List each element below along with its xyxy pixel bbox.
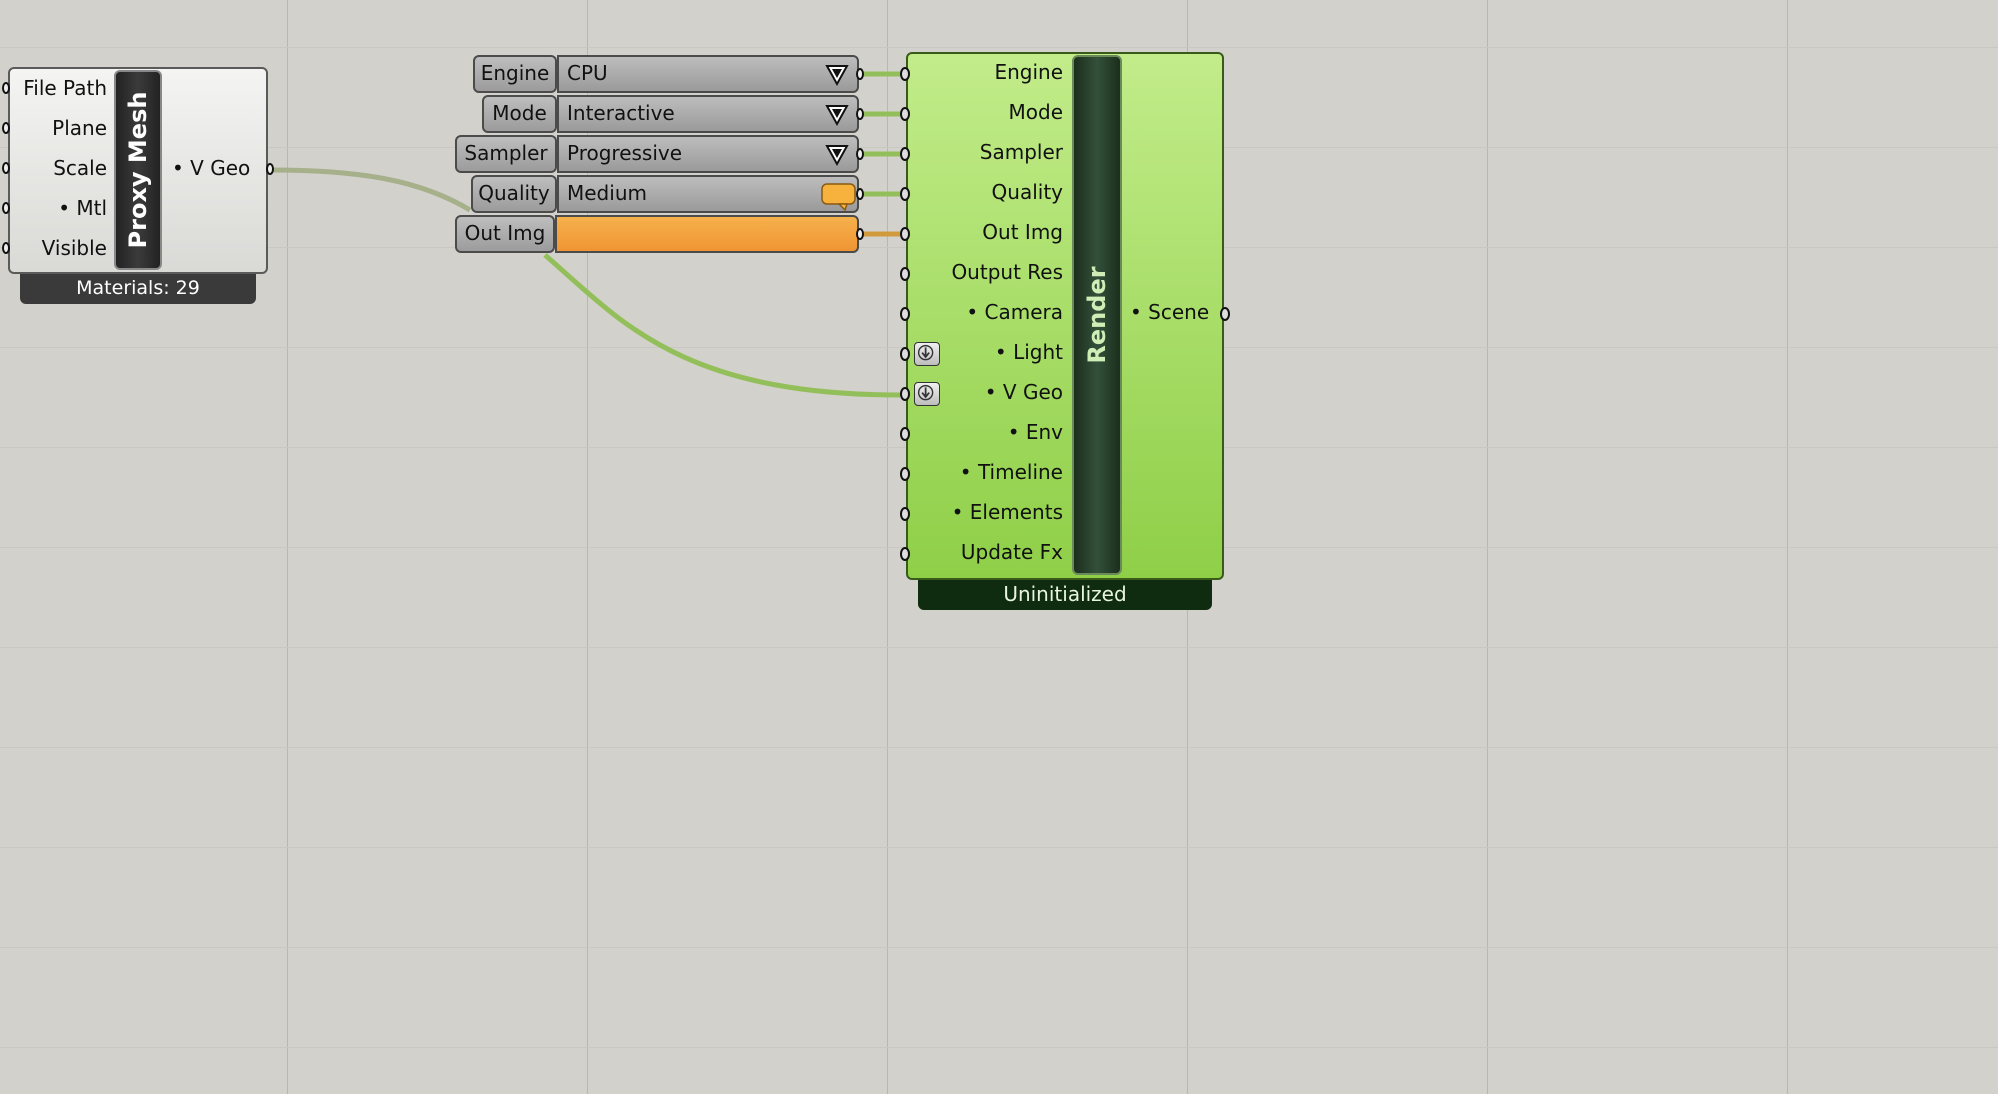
wire-vgeo-left[interactable] xyxy=(269,167,472,213)
value-list-sampler-label: Sampler xyxy=(455,135,557,173)
proxy-input-mtl: • Mtl xyxy=(58,196,107,220)
panel-out-img-port[interactable] xyxy=(856,228,864,240)
grid-line xyxy=(0,1047,1998,1048)
dropdown-triangle-icon[interactable] xyxy=(825,63,849,87)
panel-quality-label: Quality xyxy=(471,175,557,213)
render-input-quality: Quality xyxy=(991,180,1063,204)
render-port-vgeo[interactable] xyxy=(900,387,910,401)
value-list-sampler-value[interactable]: Progressive xyxy=(557,135,859,173)
render-input-vgeo: • V Geo xyxy=(984,380,1063,404)
render-port-env[interactable] xyxy=(900,427,910,441)
render-input-sampler: Sampler xyxy=(979,140,1063,164)
render-input-update-fx: Update Fx xyxy=(960,540,1063,564)
proxy-port-vgeo-out[interactable] xyxy=(266,163,274,175)
render-port-camera[interactable] xyxy=(900,307,910,321)
value-list-engine-text: CPU xyxy=(567,61,608,85)
render-input-camera: • Camera xyxy=(966,300,1063,324)
panel-quality[interactable]: Quality Medium xyxy=(471,175,859,213)
render-port-mode[interactable] xyxy=(900,107,910,121)
value-list-mode-value[interactable]: Interactive xyxy=(557,95,859,133)
render-input-output-res: Output Res xyxy=(951,260,1063,284)
render-port-output-res[interactable] xyxy=(900,267,910,281)
panel-out-img[interactable]: Out Img xyxy=(455,215,859,253)
wire-vgeo-render[interactable] xyxy=(543,253,901,398)
proxy-mesh-title-bar[interactable]: Proxy Mesh xyxy=(114,70,162,270)
panel-out-img-label: Out Img xyxy=(455,215,555,253)
value-list-sampler[interactable]: Sampler Progressive xyxy=(455,135,859,173)
proxy-output-vgeo: • V Geo xyxy=(172,156,251,180)
render-port-out-img[interactable] xyxy=(900,227,910,241)
grid-line xyxy=(0,947,1998,948)
render-port-update-fx[interactable] xyxy=(900,547,910,561)
panel-quality-text: Medium xyxy=(567,181,647,205)
graft-arrow-icon[interactable] xyxy=(914,342,940,366)
render-footer-status: Uninitialized xyxy=(918,580,1212,610)
render-port-sampler[interactable] xyxy=(900,147,910,161)
value-list-engine-port[interactable] xyxy=(856,68,864,80)
render-port-timeline[interactable] xyxy=(900,467,910,481)
graft-arrow-icon[interactable] xyxy=(914,382,940,406)
render-port-light[interactable] xyxy=(900,347,910,361)
proxy-port-mtl[interactable] xyxy=(2,202,10,214)
render-component[interactable] xyxy=(906,52,1224,580)
value-list-engine-label: Engine xyxy=(473,55,557,93)
grid-line xyxy=(0,647,1998,648)
proxy-port-file-path[interactable] xyxy=(2,82,10,94)
proxy-input-file-path: File Path xyxy=(23,76,107,100)
grid-line xyxy=(0,847,1998,848)
proxy-port-scale[interactable] xyxy=(2,162,10,174)
render-port-scene-out[interactable] xyxy=(1220,307,1230,321)
proxy-port-visible[interactable] xyxy=(2,242,10,254)
render-output-scene: • Scene xyxy=(1130,300,1210,324)
render-input-env: • Env xyxy=(1007,420,1063,444)
value-list-sampler-port[interactable] xyxy=(856,148,864,160)
value-list-engine[interactable]: Engine CPU xyxy=(473,55,859,93)
panel-quality-value[interactable]: Medium xyxy=(557,175,859,213)
value-list-mode-label: Mode xyxy=(482,95,557,133)
proxy-mesh-footer: Materials: 29 xyxy=(20,274,256,304)
grid-line xyxy=(0,47,1998,48)
render-input-engine: Engine xyxy=(994,60,1063,84)
dropdown-triangle-icon[interactable] xyxy=(825,103,849,127)
render-port-elements[interactable] xyxy=(900,507,910,521)
value-list-engine-value[interactable]: CPU xyxy=(557,55,859,93)
proxy-input-plane: Plane xyxy=(52,116,107,140)
proxy-input-visible: Visible xyxy=(41,236,107,260)
value-list-mode-port[interactable] xyxy=(856,108,864,120)
proxy-mesh-title: Proxy Mesh xyxy=(124,91,152,249)
panel-quality-port[interactable] xyxy=(856,188,864,200)
value-list-mode[interactable]: Mode Interactive xyxy=(482,95,859,133)
render-input-elements: • Elements xyxy=(951,500,1063,524)
proxy-input-scale: Scale xyxy=(53,156,107,180)
render-input-light: • Light xyxy=(994,340,1063,364)
dropdown-triangle-icon[interactable] xyxy=(825,143,849,167)
render-input-mode: Mode xyxy=(1008,100,1064,124)
panel-out-img-value[interactable] xyxy=(555,215,859,253)
render-input-out-img: Out Img xyxy=(982,220,1063,244)
render-input-timeline: • Timeline xyxy=(959,460,1063,484)
panel-tag-icon xyxy=(821,183,856,211)
value-list-sampler-text: Progressive xyxy=(567,141,683,165)
render-title: Render xyxy=(1083,266,1111,364)
grid-line xyxy=(0,747,1998,748)
render-port-engine[interactable] xyxy=(900,67,910,81)
proxy-port-plane[interactable] xyxy=(2,122,10,134)
render-port-quality[interactable] xyxy=(900,187,910,201)
render-title-bar[interactable]: Render xyxy=(1072,55,1122,575)
value-list-mode-text: Interactive xyxy=(567,101,675,125)
